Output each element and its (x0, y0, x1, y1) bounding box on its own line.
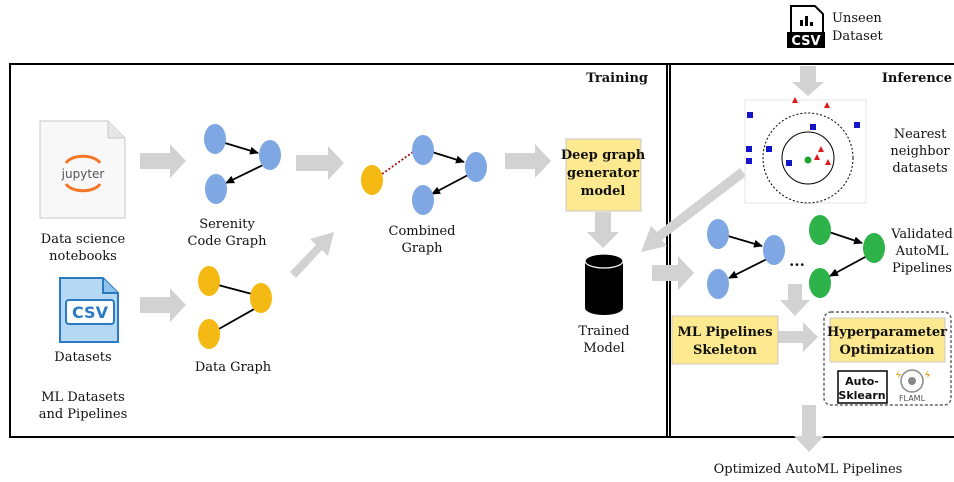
serenity-label-2: Code Graph (188, 234, 268, 249)
pipeline-node (863, 233, 885, 263)
notebook-document-icon: jupyter (39, 120, 126, 219)
nearest-neighbor-plot (744, 97, 867, 204)
output-label: Optimized AutoML Pipelines (714, 462, 903, 477)
notebooks-label-1: Data science (41, 232, 126, 247)
data-node (198, 319, 220, 349)
inference-title: Inference (882, 71, 952, 86)
hpo-label-2: Optimization (840, 343, 935, 358)
nearest-label-1: Nearest (894, 127, 947, 142)
trained-label-1: Trained (578, 324, 629, 339)
arrow-skeleton-to-hpo (778, 322, 818, 352)
pipeline-node (809, 268, 831, 298)
validated-pipeline-green (809, 215, 885, 298)
code-node (259, 140, 281, 170)
combined-code-node (465, 152, 487, 182)
data-node (198, 266, 220, 296)
arrow-combined-to-generator (505, 144, 551, 178)
serenity-code-graph (204, 124, 281, 204)
unseen-csv-text: CSV (791, 34, 820, 49)
ml-label-1: ML Datasets (41, 390, 124, 405)
pipeline-node (707, 269, 729, 299)
data-node (250, 283, 272, 313)
serenity-label-1: Serenity (199, 217, 255, 232)
combined-code-node (412, 185, 434, 215)
skeleton-label-2: Skeleton (693, 343, 758, 358)
nearest-label-3: datasets (892, 161, 947, 176)
generator-label-3: model (581, 184, 626, 199)
combined-graph (361, 135, 487, 215)
skeleton-box (671, 315, 779, 365)
csv-file-icon: CSV (59, 277, 119, 343)
unseen-label-2: Dataset (832, 29, 884, 44)
validated-pipeline-blue (707, 219, 785, 299)
arrow-trained-to-pipelines (652, 256, 694, 290)
skeleton-label-1: ML Pipelines (677, 325, 772, 340)
arrow-data-to-combined (290, 232, 334, 278)
csv-icon-text: CSV (72, 303, 109, 322)
generator-model-box (565, 138, 642, 212)
validated-label-3: Pipelines (892, 261, 952, 276)
generator-label-2: generator (567, 166, 639, 181)
arrow-code-to-combined (296, 146, 344, 180)
arrow-hpo-to-output (794, 405, 824, 452)
validated-label-2: AutoML (895, 244, 949, 259)
code-node (204, 124, 226, 154)
notebooks-label-2: notebooks (49, 249, 117, 264)
pipeline-node (707, 219, 729, 249)
hpo-box (829, 317, 946, 363)
data-graph (198, 266, 272, 349)
arrow-unseen-to-neighbors (792, 66, 824, 96)
combined-code-node (412, 135, 434, 165)
unseen-csv-icon: CSV (787, 5, 825, 49)
validated-label-1: Validated (890, 227, 953, 242)
combined-data-node (361, 165, 383, 195)
pipelines-ellipsis: ... (789, 252, 805, 270)
pipeline-node (763, 235, 785, 265)
hpo-label-1: Hyperparameter (827, 325, 947, 340)
combined-label-2: Graph (401, 241, 443, 256)
autosklearn-label-1: Auto- (845, 375, 879, 388)
flaml-logo-icon (896, 369, 930, 393)
autosklearn-label-2: Sklearn (838, 389, 885, 402)
pipeline-node (809, 215, 831, 245)
unseen-label-1: Unseen (832, 11, 882, 26)
arrow-neighbors-to-trained (641, 168, 746, 252)
jupyter-logo-text: jupyter (61, 167, 105, 181)
hpo-group (823, 311, 952, 406)
database-icon (584, 253, 624, 315)
data-graph-label: Data Graph (195, 360, 272, 375)
ml-label-2: and Pipelines (39, 407, 128, 422)
autosklearn-logo (837, 370, 888, 404)
trained-label-2: Model (583, 341, 624, 356)
code-node (205, 174, 227, 204)
training-title: Training (586, 71, 648, 86)
generator-label-1: Deep graph (561, 148, 646, 163)
nearest-label-2: neighbor (890, 144, 950, 159)
flow-arrows (140, 66, 824, 452)
arrow-notebooks-to-code (140, 144, 186, 178)
training-panel (9, 63, 668, 438)
arrow-validated-down (780, 284, 810, 316)
arrow-datasets-to-data (140, 288, 186, 322)
datasets-label: Datasets (54, 350, 111, 365)
combined-label-1: Combined (389, 224, 456, 239)
flaml-label: FLAML (899, 394, 926, 403)
arrow-generator-to-trained (587, 212, 619, 248)
